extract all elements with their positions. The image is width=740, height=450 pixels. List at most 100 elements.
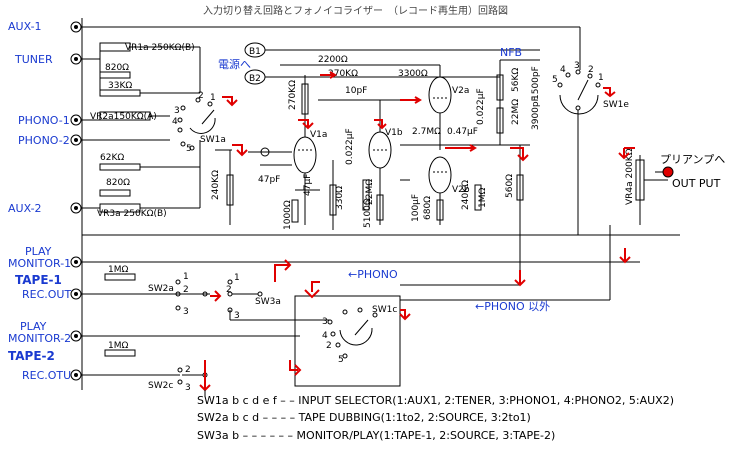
label-phono2: PHONO-2: [18, 134, 70, 147]
sw3a-switch[interactable]: 1 2 3 SW3a: [226, 273, 281, 321]
svg-text:4: 4: [322, 331, 328, 341]
sw2c-switch[interactable]: 2 3 SW2c: [148, 365, 208, 393]
svg-text:1: 1: [234, 273, 240, 283]
c47p-label: 47pF: [258, 175, 280, 185]
svg-text:B2: B2: [249, 74, 261, 84]
label-play-monitor1-l1: PLAY: [25, 245, 52, 258]
svg-text:1: 1: [598, 73, 604, 83]
svg-text:3: 3: [185, 383, 191, 393]
label-rec-out2: REC.OTU: [22, 369, 71, 382]
svg-text:3: 3: [174, 106, 180, 116]
output-label: OUT PUT: [672, 177, 721, 190]
c1500p-label: 1500pF: [531, 66, 541, 100]
svg-text:1: 1: [183, 272, 189, 282]
svg-text:2: 2: [226, 285, 232, 295]
svg-text:5: 5: [338, 355, 344, 365]
r1m-t1-label: 1MΩ: [108, 265, 128, 275]
r27m-label: 2.7MΩ: [412, 127, 441, 137]
c0022-label: 0.022μF: [345, 128, 355, 165]
diagram-title: 入力切り替え回路とフォノイコライザー （レコード再生用）回路図: [203, 4, 508, 17]
v1b-tube: V1b: [368, 128, 403, 169]
vr2a-label: VR2a150KΩ(A): [90, 112, 157, 122]
r560-label: 560Ω: [505, 174, 515, 198]
c047-label: 0.47μF: [447, 127, 478, 137]
sw1a-label: SW1a: [200, 135, 226, 145]
r56k-label: 56KΩ: [511, 68, 521, 92]
to-preamp-label: プリアンプへ: [660, 153, 725, 166]
c47u-label: 47μF: [303, 174, 313, 196]
r680-label: 680Ω: [423, 196, 433, 220]
label-play-monitor2-l1: PLAY: [20, 320, 47, 333]
jack-tuner: [70, 53, 82, 65]
v2a-label: V2a: [452, 86, 469, 96]
phono-arrow-label: ←PHONO: [348, 268, 398, 281]
sw1c-switch[interactable]: 3 4 2 5 SW1c: [294, 295, 401, 387]
sw1c-label: SW1c: [372, 305, 397, 315]
r1000-label: 1000Ω: [283, 200, 293, 230]
jack-recout2: [70, 369, 82, 381]
sw2a-label: SW2a: [148, 284, 174, 294]
label-tuner: TUNER: [14, 53, 53, 66]
output-terminal: [662, 166, 674, 178]
label-play-monitor2-l2: MONITOR-2: [8, 332, 71, 345]
label-rec-out1: REC.OUT: [22, 288, 71, 301]
r240k-1-label: 240KΩ: [211, 170, 221, 200]
jack-monitor1: [70, 256, 82, 268]
c100u-label: 100μF: [411, 194, 421, 222]
legend-sw3: SW3a b – – – – – – MONITOR/PLAY(1:TAPE-1…: [197, 429, 555, 442]
label-tape1: TAPE-1: [15, 273, 62, 287]
label-tape2: TAPE-2: [8, 349, 55, 363]
r820-1-label: 820Ω: [105, 63, 129, 73]
jack-aux1: [70, 21, 82, 33]
svg-text:4: 4: [560, 65, 566, 75]
label-phono1: PHONO-1: [18, 114, 70, 127]
svg-text:2: 2: [198, 91, 204, 101]
v1b-label: V1b: [385, 128, 403, 138]
r5100-label: 5100Ω: [363, 198, 373, 228]
jack-monitor2: [70, 330, 82, 342]
jack-phono1: [70, 114, 82, 126]
sw1a-switch[interactable]: 3 4 5 2 1 SW1a: [172, 91, 226, 154]
r240k-2-label: 240KΩ: [461, 180, 471, 210]
b2-terminal: B2: [244, 69, 266, 85]
label-play-monitor1-l2: MONITOR-1: [8, 257, 71, 270]
svg-text:3: 3: [183, 307, 189, 317]
r330-label: 330Ω: [335, 186, 345, 210]
legend-sw2: SW2a b c d – – – – TAPE DUBBING(1:1to2, …: [197, 411, 531, 424]
vr3a-label: VR3a 250KΩ(B): [97, 209, 167, 219]
r62k-label: 62KΩ: [100, 153, 124, 163]
label-aux1: AUX-1: [8, 20, 42, 33]
svg-text:2: 2: [588, 65, 594, 75]
label-aux2: AUX-2: [8, 202, 42, 215]
svg-text:5: 5: [552, 75, 558, 85]
r820-2-label: 820Ω: [106, 178, 130, 188]
svg-text:4: 4: [172, 117, 178, 127]
jack-aux2: [70, 202, 82, 214]
nfb-label: NFB: [500, 46, 522, 59]
svg-text:2: 2: [185, 365, 191, 375]
svg-text:1: 1: [210, 93, 216, 103]
vr1a-label: VR1a 250KΩ(B): [125, 43, 195, 53]
v2a-tube: V2a: [428, 76, 469, 114]
r270k-1-label: 270KΩ: [288, 80, 298, 110]
r22m-2-label: 22MΩ: [511, 99, 521, 125]
legend-sw1: SW1a b c d e f – – INPUT SELECTOR(1:AUX1…: [197, 394, 674, 407]
r1m-v2-label: 1MΩ: [478, 188, 488, 208]
r3300-label: 3300Ω: [398, 69, 428, 79]
sw1e-label: SW1e: [603, 100, 629, 110]
v2b-label: V2b: [452, 185, 470, 195]
svg-text:3: 3: [574, 61, 580, 71]
v1a-tube: V1a: [293, 130, 327, 174]
c10p-label: 10pF: [345, 86, 367, 96]
jack-phono2: [70, 134, 82, 146]
sw1e-switch[interactable]: 5 4 3 2 1 SW1e: [552, 61, 629, 115]
sw3a-label: SW3a: [255, 297, 281, 307]
power-label: 電源へ: [218, 57, 251, 71]
svg-text:2: 2: [183, 285, 189, 295]
sw2a-switch[interactable]: 1 2 3 SW2a: [148, 272, 208, 317]
r1m-t2-label: 1MΩ: [108, 341, 128, 351]
vr4a-label: VR4a 200KΩ: [625, 148, 635, 205]
jack-recout1: [70, 288, 82, 300]
svg-text:5: 5: [186, 144, 192, 154]
